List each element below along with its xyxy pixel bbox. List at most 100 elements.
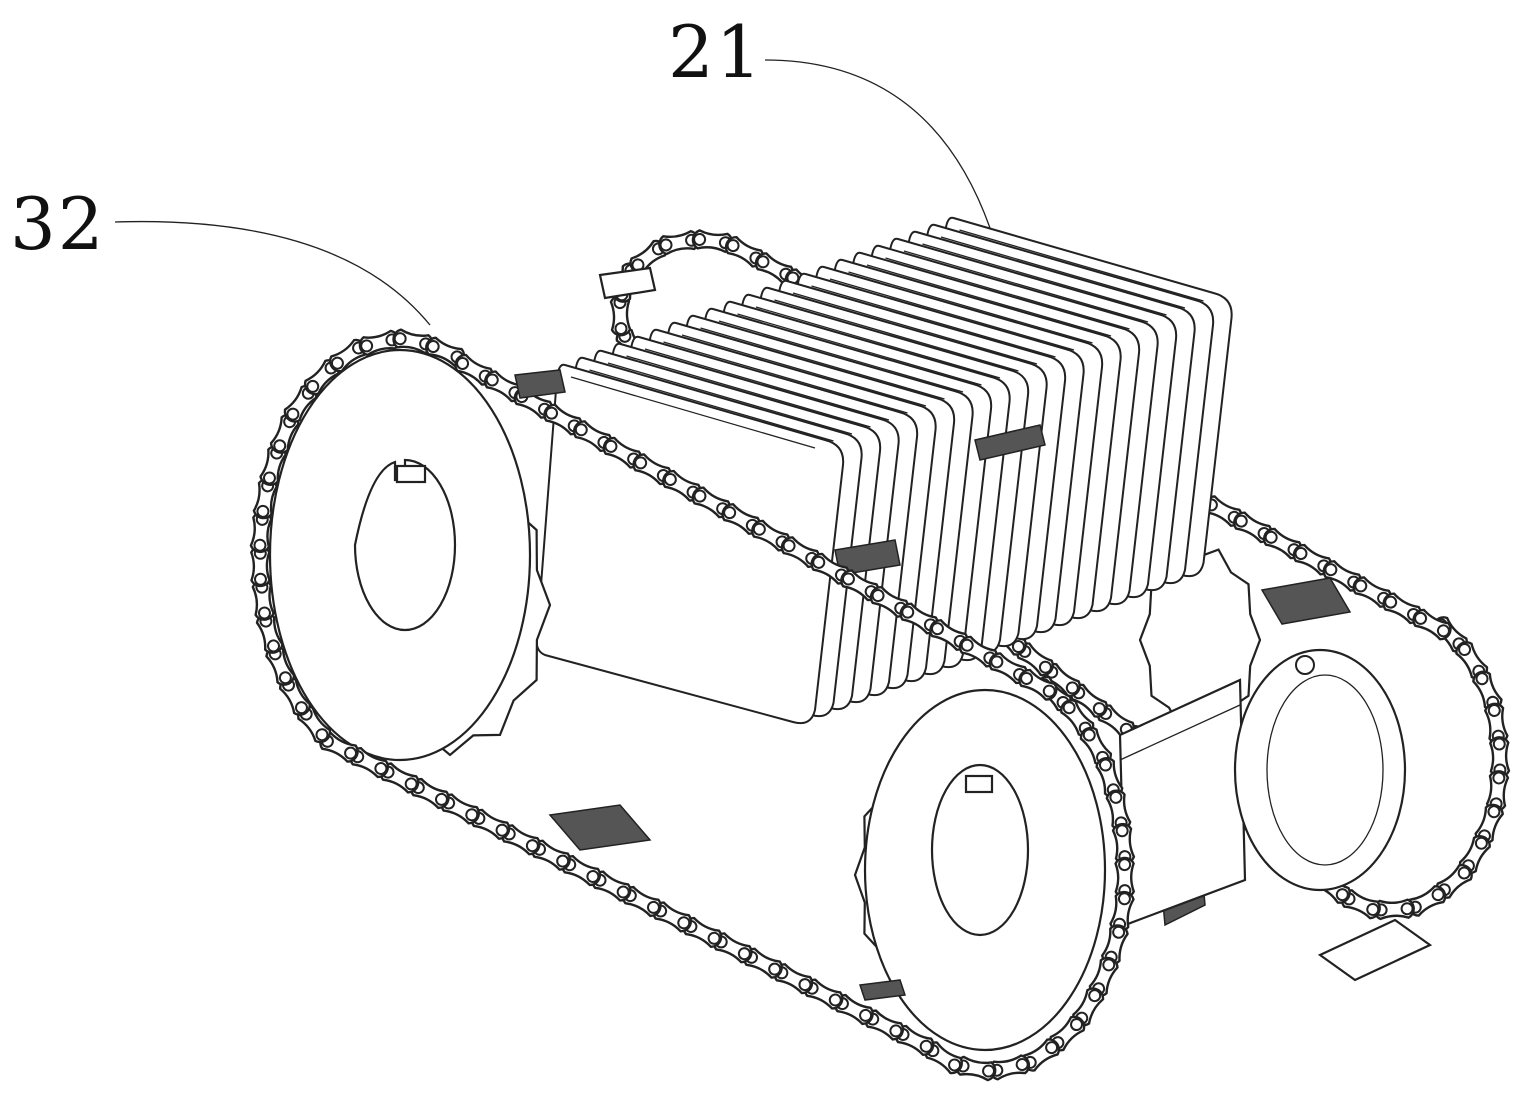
body-slat-top-edge: [626, 355, 871, 428]
body-slat-top-edge: [866, 264, 1112, 337]
rear-chain-link: [1472, 670, 1503, 711]
body-slat-top-edge: [774, 299, 1019, 372]
front-chain-link: [392, 328, 434, 355]
front-chain-link-pin: [1115, 824, 1129, 838]
front-chain-link-pin: [1088, 989, 1102, 1003]
front-chain-link-pin: [306, 379, 320, 393]
front-chain-link: [358, 329, 400, 357]
front-chain-link: [591, 870, 632, 902]
body-slat-top-edge: [922, 243, 1167, 316]
front-chain-link-pin: [841, 572, 855, 586]
front-chain-link-pin: [495, 823, 509, 837]
front-chain-link-pin: [525, 839, 539, 853]
body-slat-top-edge: [903, 250, 1149, 323]
front-chain-link-pin: [889, 1024, 903, 1038]
front-chain-link-pin: [262, 471, 276, 485]
rear-chain-link-pin: [1234, 514, 1248, 528]
rear-chain-link-pin: [1065, 681, 1079, 695]
front-chain-link: [743, 947, 783, 979]
front-chain-link-pin: [404, 777, 418, 791]
front-chain-link-pin: [707, 931, 721, 945]
front-chain-link-pin: [677, 916, 691, 930]
slat-body-layer: [535, 216, 1233, 725]
drive-hub-outer: [1233, 648, 1407, 892]
rear-chain-link-pin: [659, 238, 673, 252]
front-chain-link-pin: [586, 870, 600, 884]
front-chain-link-pin: [752, 522, 766, 536]
rear-chain-link: [629, 239, 667, 275]
front-chain-link-pin: [556, 854, 570, 868]
front-chain-link-pin: [1042, 684, 1056, 698]
front-chain-link-pin: [344, 746, 358, 760]
rear-chain-link-pin: [1487, 805, 1501, 819]
rear-chain-link-pin: [1492, 771, 1506, 785]
front-chain-link-pin: [1062, 701, 1076, 715]
rear-chain-link-pin: [1474, 836, 1488, 850]
front-chain-link: [269, 413, 300, 454]
front-chain-link-pin: [1098, 758, 1112, 772]
front-chain-link-pin: [1020, 671, 1034, 685]
rear-track-guide-bracket: [1317, 918, 1433, 982]
rear-chain-link-pin: [1038, 660, 1052, 674]
front-chain-link-pin: [646, 900, 660, 914]
front-chain-link-pin: [294, 701, 308, 715]
body-slat-top-edge: [681, 334, 927, 407]
front-chain-link-pin: [616, 885, 630, 899]
front-chain-link-pin: [1117, 892, 1131, 906]
drive-hub-set-screw: [1295, 655, 1315, 675]
front-chain-link: [1095, 757, 1124, 798]
front-chain-link-pin: [1082, 728, 1096, 742]
leader-line-32: [114, 220, 431, 326]
front-right-bore: [930, 763, 1030, 937]
rear-track-cleat: [1260, 577, 1352, 625]
front-chain-link: [410, 777, 450, 810]
front-chain-link: [1111, 822, 1136, 865]
rear-chain-link-pin: [1492, 737, 1506, 751]
rear-chain-link: [1483, 702, 1509, 745]
front-chain-link-pin: [1118, 858, 1132, 872]
leader-line-21: [764, 59, 991, 229]
rear-chain-link: [1263, 527, 1303, 560]
rear-chain-link-pin: [1335, 888, 1349, 902]
rear-chain-link-pin: [1324, 563, 1338, 577]
front-chain-link-pin: [871, 589, 885, 603]
body-slat-top-edge: [718, 320, 964, 393]
rear-chain-link-pin: [756, 255, 770, 269]
reference-label-32: 32: [10, 182, 106, 266]
front-chain-link: [721, 503, 761, 535]
front-chain-link: [803, 978, 844, 1010]
front-chain-link-pin: [330, 356, 344, 370]
drive-shaft: [1118, 678, 1247, 927]
front-chain-link-pin: [919, 1039, 933, 1053]
body-slat-top-edge: [940, 236, 1186, 309]
drive-shaft-layer: [1118, 648, 1407, 927]
front-chain-link-pin: [574, 423, 588, 437]
front-chain-link-pin: [393, 332, 407, 346]
rear-chain-link-pin: [1475, 672, 1489, 686]
rear-chain-link: [1488, 736, 1511, 778]
front-chain-link-pin: [634, 456, 648, 470]
rear-chain-link-pin: [1458, 643, 1472, 657]
front-chain-link-pin: [1102, 958, 1116, 972]
front-chain-link-pin: [812, 555, 826, 569]
rear-chain-link-pin: [1431, 888, 1445, 902]
body-slat-top-edge: [755, 306, 1001, 379]
reference-label-21: 21: [668, 10, 764, 94]
rear-chain-link: [1382, 592, 1422, 625]
front-chain-link-pin: [253, 538, 267, 552]
front-chain-link: [840, 569, 880, 602]
rear-chain-link-pin: [1294, 546, 1308, 560]
front-chain-link-pin: [982, 1064, 996, 1078]
front-chain-link-pin: [545, 406, 559, 420]
front-chain-link-pin: [257, 606, 271, 620]
body-slat-top-edge: [959, 229, 1204, 302]
front-chain-link: [251, 579, 275, 621]
front-chain-link-pin: [693, 489, 707, 503]
front-track-cleat: [514, 369, 566, 399]
front-chain-link: [929, 619, 969, 651]
front-chain-link-pin: [456, 356, 470, 370]
body-slat-top-edge: [700, 327, 945, 400]
front-chain-link-pin: [948, 1058, 962, 1072]
front-chain-link-pin: [782, 539, 796, 553]
